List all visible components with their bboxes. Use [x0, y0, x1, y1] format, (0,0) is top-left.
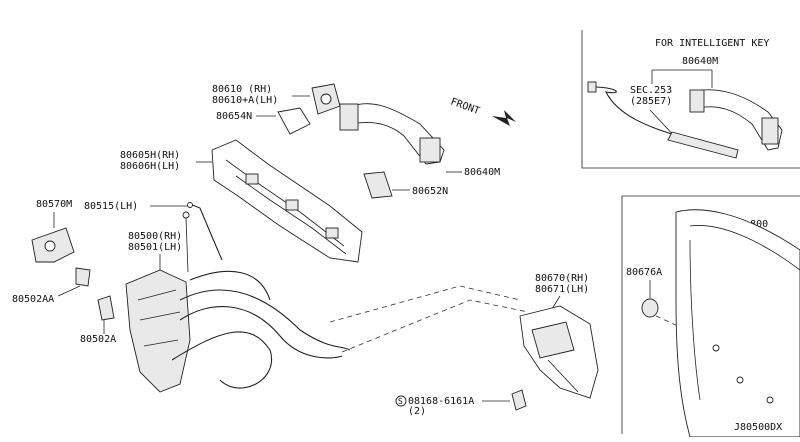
- bolt-symbol: S: [398, 397, 403, 406]
- label-bolt-qty: (2): [408, 406, 426, 417]
- intelligent-key-note: FOR INTELLIGENT KEY: [655, 38, 769, 49]
- handle-front-icon: [339, 103, 359, 131]
- part-80570m: 80570M: [31, 199, 75, 263]
- label-sec253: SEC.253: [630, 85, 672, 96]
- front-arrow-icon: [492, 110, 516, 126]
- door-panel-inset: SEC.800: [621, 195, 800, 438]
- pad-icon: [363, 171, 393, 199]
- handle-end-inset-icon: [761, 117, 779, 145]
- label-80500: 80500(RH): [128, 231, 182, 242]
- handle-bracket-inset-icon: [689, 89, 705, 113]
- front-direction: FRONT: [449, 96, 516, 126]
- label-80502aa: 80502AA: [12, 294, 54, 305]
- intelligent-key-inset: FOR INTELLIGENT KEY 80640M SEC.253 (285E…: [581, 30, 800, 169]
- gasket-icon: [277, 107, 311, 135]
- front-label: FRONT: [449, 96, 481, 117]
- label-80570m: 80570M: [36, 199, 72, 210]
- label-80606h: 80606H(LH): [120, 161, 180, 172]
- label-80671: 80671(LH): [535, 284, 589, 295]
- label-bolt: 08168-6161A: [408, 396, 474, 407]
- handle-rear-icon: [419, 137, 441, 163]
- rod-icon: [189, 203, 223, 261]
- cables: [171, 270, 529, 389]
- door-panel-icon: [675, 209, 800, 438]
- label-80652n: 80652N: [412, 186, 448, 197]
- screw-a-icon: [97, 295, 115, 321]
- bolt-icon: [511, 389, 527, 411]
- outside-handle-icon: [345, 103, 445, 165]
- part-80640m: 80640M: [339, 103, 500, 178]
- diagram-id: J80500DX: [734, 422, 782, 433]
- label-80515: 80515(LH): [84, 201, 138, 212]
- bolt-s-symbol-icon: [395, 395, 407, 407]
- label-80605h: 80605H(RH): [120, 150, 180, 161]
- door-lock-icon: [125, 269, 191, 393]
- label-80654n: 80654N: [216, 111, 252, 122]
- connector-icon: [587, 81, 597, 93]
- part-80502a: 80502A: [80, 295, 116, 345]
- part-80502aa: 80502AA: [12, 267, 91, 305]
- part-80654n: 80654N: [216, 107, 311, 135]
- label-80610: 80610 (RH): [212, 84, 272, 95]
- label-80640m: 80640M: [464, 167, 500, 178]
- label-80610a: 80610+A(LH): [212, 95, 278, 106]
- part-80670: 80670(RH) 80671(LH): [519, 273, 599, 399]
- grommet-icon: [641, 298, 659, 318]
- part-80605h: 80605H(RH) 80606H(LH): [120, 139, 363, 263]
- part-80500: 80500(RH) 80501(LH): [125, 211, 191, 393]
- label-80502a: 80502A: [80, 334, 116, 345]
- outside-handle-inset-icon: [689, 89, 783, 151]
- label-80676a: 80676A: [626, 267, 662, 278]
- screw-aa-icon: [75, 267, 91, 287]
- part-80515: 80515(LH): [84, 201, 223, 261]
- part-80610: 80610 (RH) 80610+A(LH): [212, 83, 341, 115]
- label-80670: 80670(RH): [535, 273, 589, 284]
- label-80501: 80501(LH): [128, 242, 182, 253]
- label-sec253-ref: (285E7): [630, 96, 672, 107]
- label-80640m-inset: 80640M: [682, 56, 718, 67]
- part-80652n: 80652N: [363, 171, 448, 199]
- antenna-icon: [667, 131, 739, 159]
- part-bolt: S 08168-6161A (2): [395, 389, 527, 417]
